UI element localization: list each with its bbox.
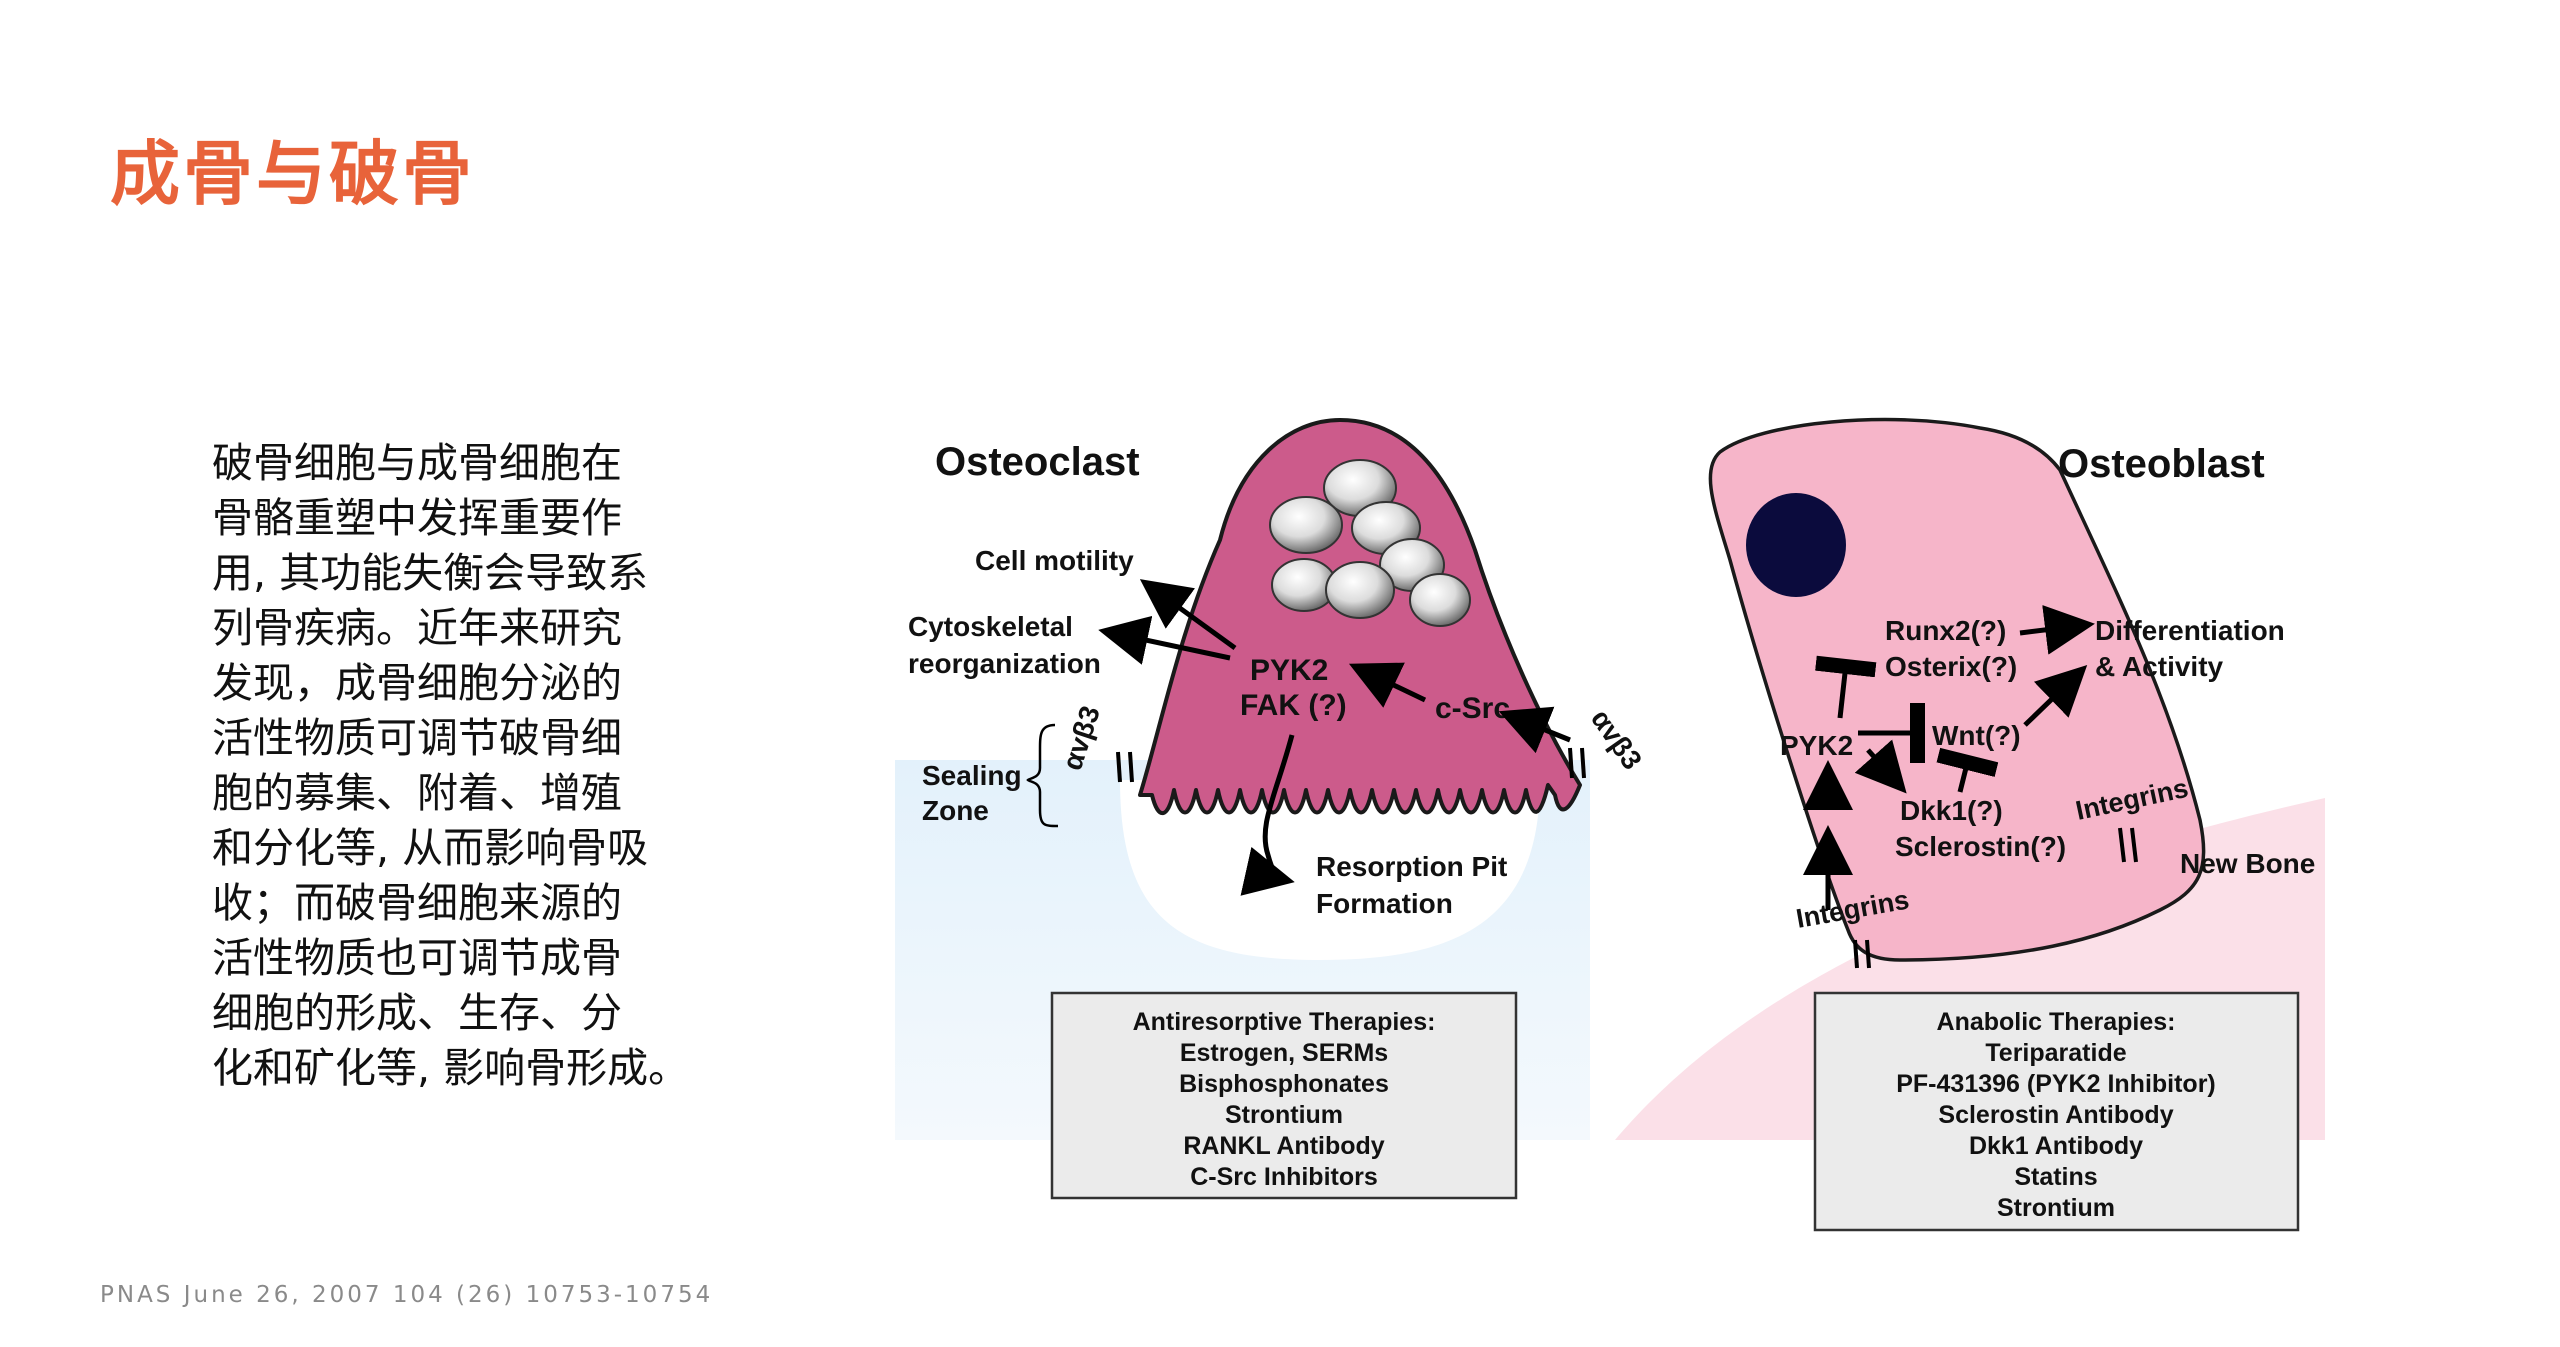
body-line: 活性物质也可调节成骨 [212,934,622,982]
source-citation: PNAS June 26, 2007 104 (26) 10753-10754 [100,1282,714,1308]
body-line: 列骨疾病。近年来研究 [212,604,622,652]
arrow-csrc-to-pyk2 [1348,662,1427,708]
differentiation-label: Differentiation [2095,615,2285,646]
osteoblast-pyk2-label: PYK2 [1780,730,1853,761]
anabolic-item: PF-431396 (PYK2 Inhibitor) [1896,1070,2216,1098]
body-line: 骨骼重塑中发挥重要作 [212,494,622,542]
osteoblast-title: Osteoblast [2058,442,2265,486]
new-bone-label: New Bone [2180,848,2315,879]
arrow-to-cell-motility [1139,579,1237,651]
body-line: 化和矿化等, 影响骨形成。 [212,1044,690,1092]
dkk1-label: Dkk1(?) [1900,795,2003,826]
nucleus-oval [1325,561,1395,619]
runx2-label: Runx2(?) [1885,615,2006,646]
inhibit-pyk2-runx2 [1815,655,1877,719]
arrow-wnt-to-differentiation [2023,665,2088,727]
integrin-right-label: αvβ3 [1585,704,1648,775]
cytoskeletal-label: Cytoskeletal [908,611,1073,642]
anabolic-therapies-box: Anabolic Therapies: Teriparatide PF-4313… [1813,991,2300,1232]
resorption-pit-label: Resorption Pit [1316,851,1507,882]
antiresorptive-item: RANKL Antibody [1183,1132,1384,1160]
arrow-to-cytoskeletal [1098,615,1231,665]
body-line: 活性物质可调节破骨细 [212,714,622,762]
bone-remodeling-diagram: Osteoclast Cell motility Cytoskeletal re… [895,417,2325,1232]
antiresorptive-item: Strontium [1225,1101,1343,1129]
nucleus-oval [1409,573,1471,627]
sclerostin-label: Sclerostin(?) [1895,831,2066,862]
antiresorptive-item: C-Src Inhibitors [1190,1163,1378,1191]
integrin-right-marker [1568,747,1586,779]
nucleus-oval [1269,496,1343,554]
slide-body-text: 破骨细胞与成骨细胞在 骨骼重塑中发挥重要作 用, 其功能失衡会导致系 列骨疾病。… [212,436,732,1096]
sealing-zone-bracket [1026,723,1059,828]
arrow-pyk2-to-dkk1 [1854,739,1907,794]
anabolic-item: Dkk1 Antibody [1969,1132,2143,1160]
anabolic-item: Statins [2014,1163,2097,1191]
osteoclast-title: Osteoclast [935,440,1140,484]
osteoblast-integrin-right-marker [2118,827,2138,863]
osteoclast-nuclei [1269,459,1471,627]
osteoblast-signaling-arrows [1803,605,2095,910]
arrow-runx2-to-differentiation [2019,605,2095,655]
antiresorptive-item: Estrogen, SERMs [1180,1039,1388,1067]
body-line: 和分化等, 从而影响骨吸 [212,824,649,872]
integrin-left-marker [1116,751,1134,783]
body-line: 发现，成骨细胞分泌的 [212,659,622,707]
anabolic-item: Sclerostin Antibody [1938,1101,2173,1129]
body-line: 细胞的形成、生存、分 [212,989,622,1037]
slide-title: 成骨与破骨 [110,133,475,215]
fak-label: FAK (?) [1240,689,1347,722]
antiresorptive-therapies-box: Antiresorptive Therapies: Estrogen, SERM… [1050,991,1518,1200]
osterix-label: Osterix(?) [1885,651,2017,682]
cell-motility-label: Cell motility [975,545,1134,576]
resorption-pit [1120,780,1540,960]
wnt-label: Wnt(?) [1932,720,2021,751]
body-line: 破骨细胞与成骨细胞在 [212,439,622,487]
body-line: 用, 其功能失衡会导致系 [212,549,649,597]
activity-label: & Activity [2095,651,2224,682]
zone-label: Zone [922,795,989,826]
sealing-label: Sealing [922,760,1022,791]
osteoblast-nucleus [1746,493,1846,597]
formation-label: Formation [1316,888,1453,919]
body-line: 收；而破骨细胞来源的 [212,879,622,927]
osteoblast-integrin-bottom-marker [1853,939,1871,969]
arrow-integrin-to-csrc [1498,706,1571,754]
antiresorptive-item: Bisphosphonates [1179,1070,1389,1098]
inhibit-dkk1-wnt [1936,747,1999,793]
anabolic-item: Strontium [1997,1194,2115,1222]
osteoclast-pyk2-label: PYK2 [1250,654,1328,687]
osteoclast-arrows [1098,579,1571,896]
c-src-label: c-Src [1435,692,1510,725]
antiresorptive-heading: Antiresorptive Therapies: [1133,1008,1436,1036]
reorganization-label: reorganization [908,648,1101,679]
arrow-to-resorption-pit [1240,734,1295,896]
anabolic-heading: Anabolic Therapies: [1937,1008,2176,1036]
anabolic-item: Teriparatide [1985,1039,2126,1067]
body-line: 胞的募集、附着、增殖 [212,769,622,817]
